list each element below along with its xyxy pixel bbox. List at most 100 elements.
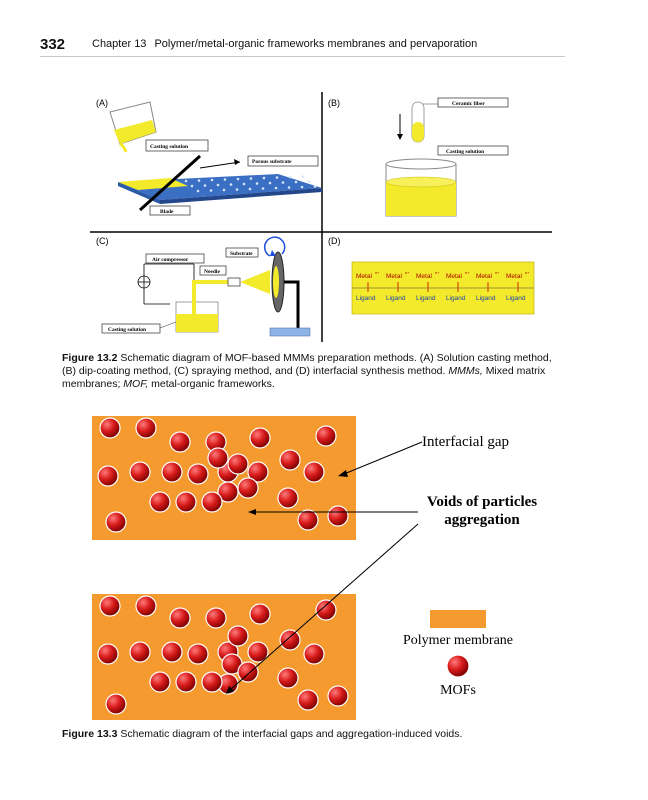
- mof-particle: [129, 641, 151, 663]
- label-box-blade: [149, 205, 191, 216]
- label-box-casting-b: [437, 145, 509, 156]
- pore: [255, 182, 259, 185]
- mof-particle: [175, 491, 197, 513]
- ligand-label: Ligand: [386, 295, 406, 302]
- mof-particle: [169, 431, 191, 453]
- legend-polymer-membrane: Polymer membrane: [403, 633, 513, 648]
- mof-particle: [277, 487, 299, 509]
- label-box-porous: [247, 155, 319, 167]
- mof-particle: [227, 625, 249, 647]
- blade-bar: [138, 154, 202, 212]
- pore: [307, 180, 311, 183]
- caption1-text: Schematic diagram of MOF-based MMMs prep…: [62, 352, 552, 377]
- caption1-abbr2: MOF,: [123, 378, 149, 390]
- label-porous-substrate: Porous substrate: [252, 159, 292, 165]
- panel-label-d: (D): [328, 236, 341, 246]
- chapter-label: Chapter 13: [92, 38, 147, 50]
- pore: [235, 188, 239, 191]
- ligand-label: Ligand: [356, 295, 376, 302]
- mof-particle: [169, 607, 191, 629]
- ligand-label: Ligand: [446, 295, 466, 302]
- label-needle: Needle: [204, 269, 220, 275]
- ligand-label: Ligand: [506, 295, 526, 302]
- caption1-abbr2-def: metal-organic frameworks.: [151, 378, 275, 390]
- metal-charge: n+: [525, 270, 530, 275]
- pore: [216, 183, 220, 187]
- mof-particle: [201, 671, 223, 693]
- metal-charge: n+: [465, 270, 470, 275]
- pore: [268, 181, 272, 185]
- label-box-needle: [199, 265, 227, 276]
- mof-particle: [315, 425, 337, 447]
- pore: [300, 185, 304, 189]
- metal-charge: n+: [495, 270, 500, 275]
- ligand-label: Ligand: [416, 295, 436, 302]
- mof-particle: [279, 449, 301, 471]
- mof-particle: [135, 595, 157, 617]
- pore: [197, 179, 201, 182]
- label-casting-solution-b: Casting solution: [446, 149, 484, 155]
- legend-mofs: MOFs: [440, 683, 476, 698]
- metal-label: Metal: [416, 273, 432, 280]
- caption1-label: Figure 13.2: [62, 352, 118, 364]
- mof-particle: [207, 447, 229, 469]
- mof-particle: [97, 465, 119, 487]
- legend-membrane-swatch: [430, 610, 486, 628]
- mof-particle: [187, 463, 209, 485]
- arrow-interfacial-gap: [343, 441, 423, 475]
- pore: [281, 181, 285, 184]
- caption2-text: Schematic diagram of the interfacial gap…: [120, 728, 463, 740]
- mof-particle: [327, 685, 349, 707]
- pore: [294, 180, 298, 184]
- pore: [262, 176, 266, 180]
- metal-row: Metaln+Metaln+Metaln+Metaln+Metaln+Metal…: [356, 270, 530, 292]
- mof-particle: [297, 509, 319, 531]
- mof-particle: [135, 417, 157, 439]
- label-box-ceramic: [437, 97, 509, 108]
- panel-label-a: (A): [96, 98, 108, 108]
- pore: [261, 187, 265, 190]
- metal-label: Metal: [386, 273, 402, 280]
- mof-particle: [99, 595, 121, 617]
- panel-label-c: (C): [96, 236, 109, 246]
- caption-figure-13-2: Figure 13.2 Schematic diagram of MOF-bas…: [62, 352, 562, 391]
- mof-particle: [249, 427, 271, 449]
- mof-particle: [161, 641, 183, 663]
- pore: [190, 184, 194, 188]
- caption1-abbr1: MMMs,: [448, 365, 483, 377]
- beaker-b: [385, 158, 457, 217]
- mof-particle: [297, 689, 319, 711]
- pore: [288, 175, 292, 179]
- pore: [301, 175, 305, 178]
- label-blade: Blade: [160, 209, 174, 215]
- label-voids-line2: aggregation: [444, 512, 520, 528]
- metal-charge: n+: [375, 270, 380, 275]
- legend-mof-swatch: [446, 654, 470, 678]
- pore: [287, 186, 291, 189]
- label-casting-solution-a: Casting solution: [150, 144, 188, 150]
- label-interfacial-gap: Interfacial gap: [422, 434, 509, 450]
- spray-setup: [175, 236, 311, 337]
- mof-particle: [217, 481, 239, 503]
- page-number: 332: [40, 36, 66, 53]
- pore: [210, 178, 214, 182]
- mof-particle: [247, 461, 269, 483]
- mof-particle: [247, 641, 269, 663]
- label-casting-solution-c: Casting solution: [108, 327, 146, 333]
- mof-particle: [315, 599, 337, 621]
- pore: [203, 184, 207, 187]
- metal-label: Metal: [476, 273, 492, 280]
- metal-charge: n+: [435, 270, 440, 275]
- arrow-direction: [199, 161, 241, 169]
- caption2-label: Figure 13.3: [62, 728, 118, 740]
- pore: [242, 182, 246, 186]
- mof-particle: [227, 453, 249, 475]
- label-ceramic-fiber: Ceramic fiber: [452, 101, 485, 107]
- caption-figure-13-3: Figure 13.3 Schematic diagram of the int…: [62, 728, 562, 741]
- mof-particle: [149, 491, 171, 513]
- label-air-compressor: Air compressor: [152, 257, 189, 263]
- pore: [313, 185, 317, 188]
- pore: [249, 177, 253, 180]
